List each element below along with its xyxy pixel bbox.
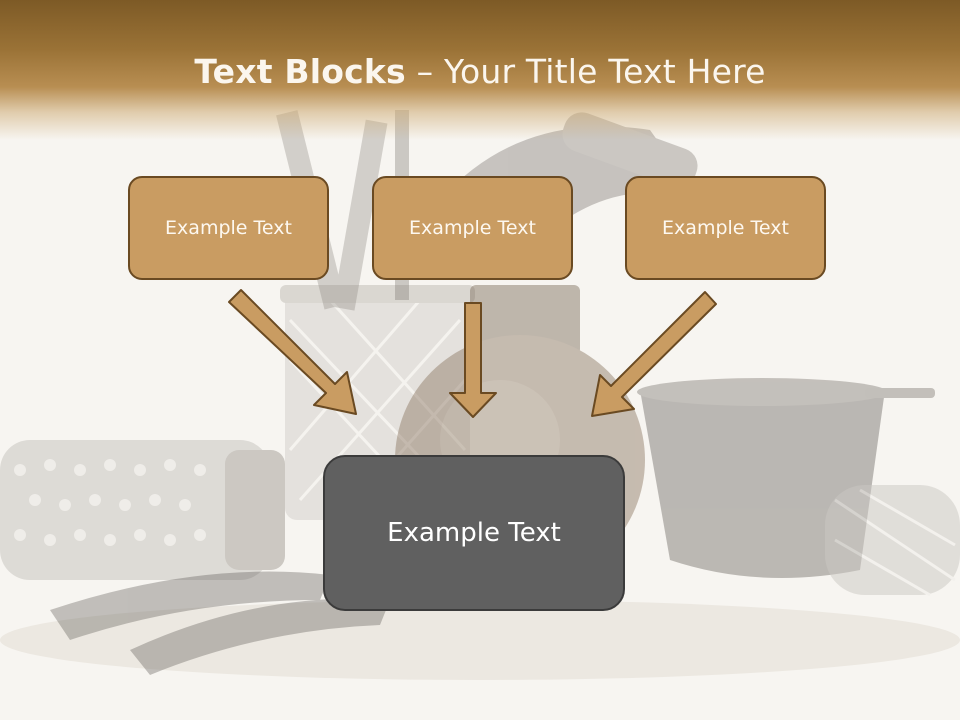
title-band	[0, 0, 960, 140]
title-bold-part: Text Blocks	[194, 52, 406, 91]
main-text-block[interactable]: Example Text	[323, 455, 625, 611]
text-block-3-label: Example Text	[662, 217, 789, 239]
text-block-1-label: Example Text	[165, 217, 292, 239]
text-block-2-label: Example Text	[409, 217, 536, 239]
title-rest-part: Your Title Text Here	[443, 52, 766, 91]
text-block-2[interactable]: Example Text	[372, 176, 573, 280]
round-brush-image	[0, 440, 285, 580]
title-separator: –	[405, 52, 444, 91]
hair-roller-image	[825, 485, 960, 597]
color-bowl-image	[637, 378, 935, 578]
hair-clips-image	[50, 571, 390, 675]
text-block-3[interactable]: Example Text	[625, 176, 826, 280]
slide-title: Text Blocks – Your Title Text Here	[0, 52, 960, 91]
arrow-down-right-icon	[228, 289, 357, 415]
arrow-down-left-icon	[591, 291, 717, 417]
arrow-down-icon	[449, 302, 497, 418]
main-text-block-label: Example Text	[387, 518, 561, 548]
text-block-1[interactable]: Example Text	[128, 176, 329, 280]
